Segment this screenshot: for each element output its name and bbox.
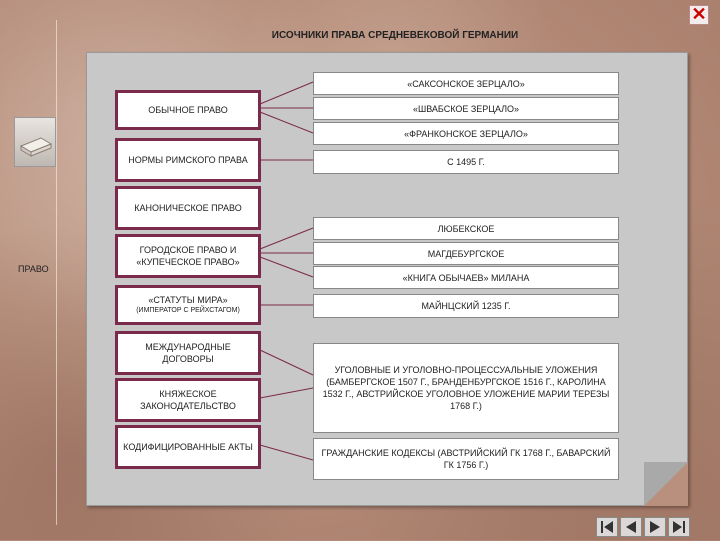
right-box-criminal-codes: УГОЛОВНЫЕ И УГОЛОВНО-ПРОЦЕССУАЛЬНЫЕ УЛОЖ… (313, 343, 619, 433)
box-label: КАНОНИЧЕСКОЕ ПРАВО (134, 203, 242, 213)
box-label: «САКСОНСКОЕ ЗЕРЦАЛО» (407, 78, 525, 89)
prev-page-icon (626, 521, 636, 533)
book-icon[interactable] (14, 117, 56, 167)
right-box-saxon-mirror: «САКСОНСКОЕ ЗЕРЦАЛО» (313, 72, 619, 95)
decorative-line (56, 20, 57, 525)
prev-page-button[interactable] (620, 517, 642, 537)
left-box-codified-acts: КОДИФИЦИРОВАННЫЕ АКТЫ (115, 425, 261, 469)
box-label: «ФРАНКОНСКОЕ ЗЕРЦАЛО» (404, 128, 528, 139)
right-box-franconian-mirror: «ФРАНКОНСКОЕ ЗЕРЦАЛО» (313, 122, 619, 145)
last-page-button[interactable] (668, 517, 690, 537)
last-page-icon (673, 521, 685, 533)
box-label: МАЙНЦСКИЙ 1235 Г. (421, 301, 511, 311)
box-label: МЕЖДУНАРОДНЫЕ ДОГОВОРЫ (145, 342, 231, 364)
right-box-mainz-1235: МАЙНЦСКИЙ 1235 Г. (313, 294, 619, 318)
connector-line (259, 387, 314, 399)
box-label: ГОРОДСКОЕ ПРАВО И «КУПЕЧЕСКОЕ ПРАВО» (136, 245, 240, 267)
left-box-international-treaties: МЕЖДУНАРОДНЫЕ ДОГОВОРЫ (115, 331, 261, 375)
right-box-since-1495: С 1495 Г. (313, 150, 619, 174)
page-title: ИСОЧНИКИ ПРАВА СРЕДНЕВЕКОВОЙ ГЕРМАНИИ (271, 30, 519, 41)
box-label: ОБЫЧНОЕ ПРАВО (148, 105, 228, 115)
next-page-button[interactable] (644, 517, 666, 537)
connector-line (259, 227, 314, 250)
box-label: «СТАТУТЫ МИРА» (148, 295, 228, 305)
next-page-icon (650, 521, 660, 533)
left-box-city-law: ГОРОДСКОЕ ПРАВО И «КУПЕЧЕСКОЕ ПРАВО» (115, 234, 261, 278)
box-label: «КНИГА ОБЫЧАЕВ» МИЛАНА (402, 272, 530, 283)
right-box-milan-book: «КНИГА ОБЫЧАЕВ» МИЛАНА (313, 266, 619, 289)
first-page-button[interactable] (596, 517, 618, 537)
side-label-pravo: ПРАВО (18, 264, 49, 274)
box-label: КОДИФИЦИРОВАННЫЕ АКТЫ (123, 442, 253, 452)
box-label: ГРАЖДАНСКИЕ КОДЕКСЫ (АВСТРИЙСКИЙ ГК 1768… (321, 448, 611, 470)
box-label: УГОЛОВНЫЕ И УГОЛОВНО-ПРОЦЕССУАЛЬНЫЕ УЛОЖ… (322, 365, 610, 411)
page-fold (644, 462, 688, 506)
box-label: НОРМЫ РИМСКОГО ПРАВА (128, 155, 248, 165)
close-button[interactable]: ✕ (689, 5, 709, 25)
left-box-roman-law: НОРМЫ РИМСКОГО ПРАВА (115, 138, 261, 182)
box-label: С 1495 Г. (447, 157, 485, 167)
box-label: «ШВАБСКОЕ ЗЕРЦАЛО» (412, 103, 520, 114)
right-box-magdeburg: МАГДЕБУРГСКОЕ (313, 242, 619, 265)
right-box-swabian-mirror: «ШВАБСКОЕ ЗЕРЦАЛО» (313, 97, 619, 120)
left-box-customary-law: ОБЫЧНОЕ ПРАВО (115, 90, 261, 130)
connector-line (259, 81, 314, 105)
first-page-icon (601, 521, 613, 533)
right-box-lubeck: ЛЮБЕКСКОЕ (313, 217, 619, 240)
connector-line (259, 111, 314, 134)
box-label: МАГДЕБУРГСКОЕ (427, 248, 505, 259)
left-box-statutes-of-peace: «СТАТУТЫ МИРА» (ИМПЕРАТОР С РЕЙХСТАГОМ) (115, 285, 261, 325)
left-box-princely-legislation: КНЯЖЕСКОЕ ЗАКОНОДАТЕЛЬСТВО (115, 378, 261, 422)
box-sublabel: (ИМПЕРАТОР С РЕЙХСТАГОМ) (136, 307, 240, 314)
right-box-civil-codes: ГРАЖДАНСКИЕ КОДЕКСЫ (АВСТРИЙСКИЙ ГК 1768… (313, 438, 619, 480)
close-icon: ✕ (691, 4, 707, 24)
connector-line (259, 349, 314, 376)
box-label: ЛЮБЕКСКОЕ (437, 223, 495, 234)
box-label: КНЯЖЕСКОЕ ЗАКОНОДАТЕЛЬСТВО (140, 389, 236, 411)
connector-line (259, 444, 314, 461)
left-box-canon-law: КАНОНИЧЕСКОЕ ПРАВО (115, 186, 261, 230)
connector-line (259, 256, 314, 278)
